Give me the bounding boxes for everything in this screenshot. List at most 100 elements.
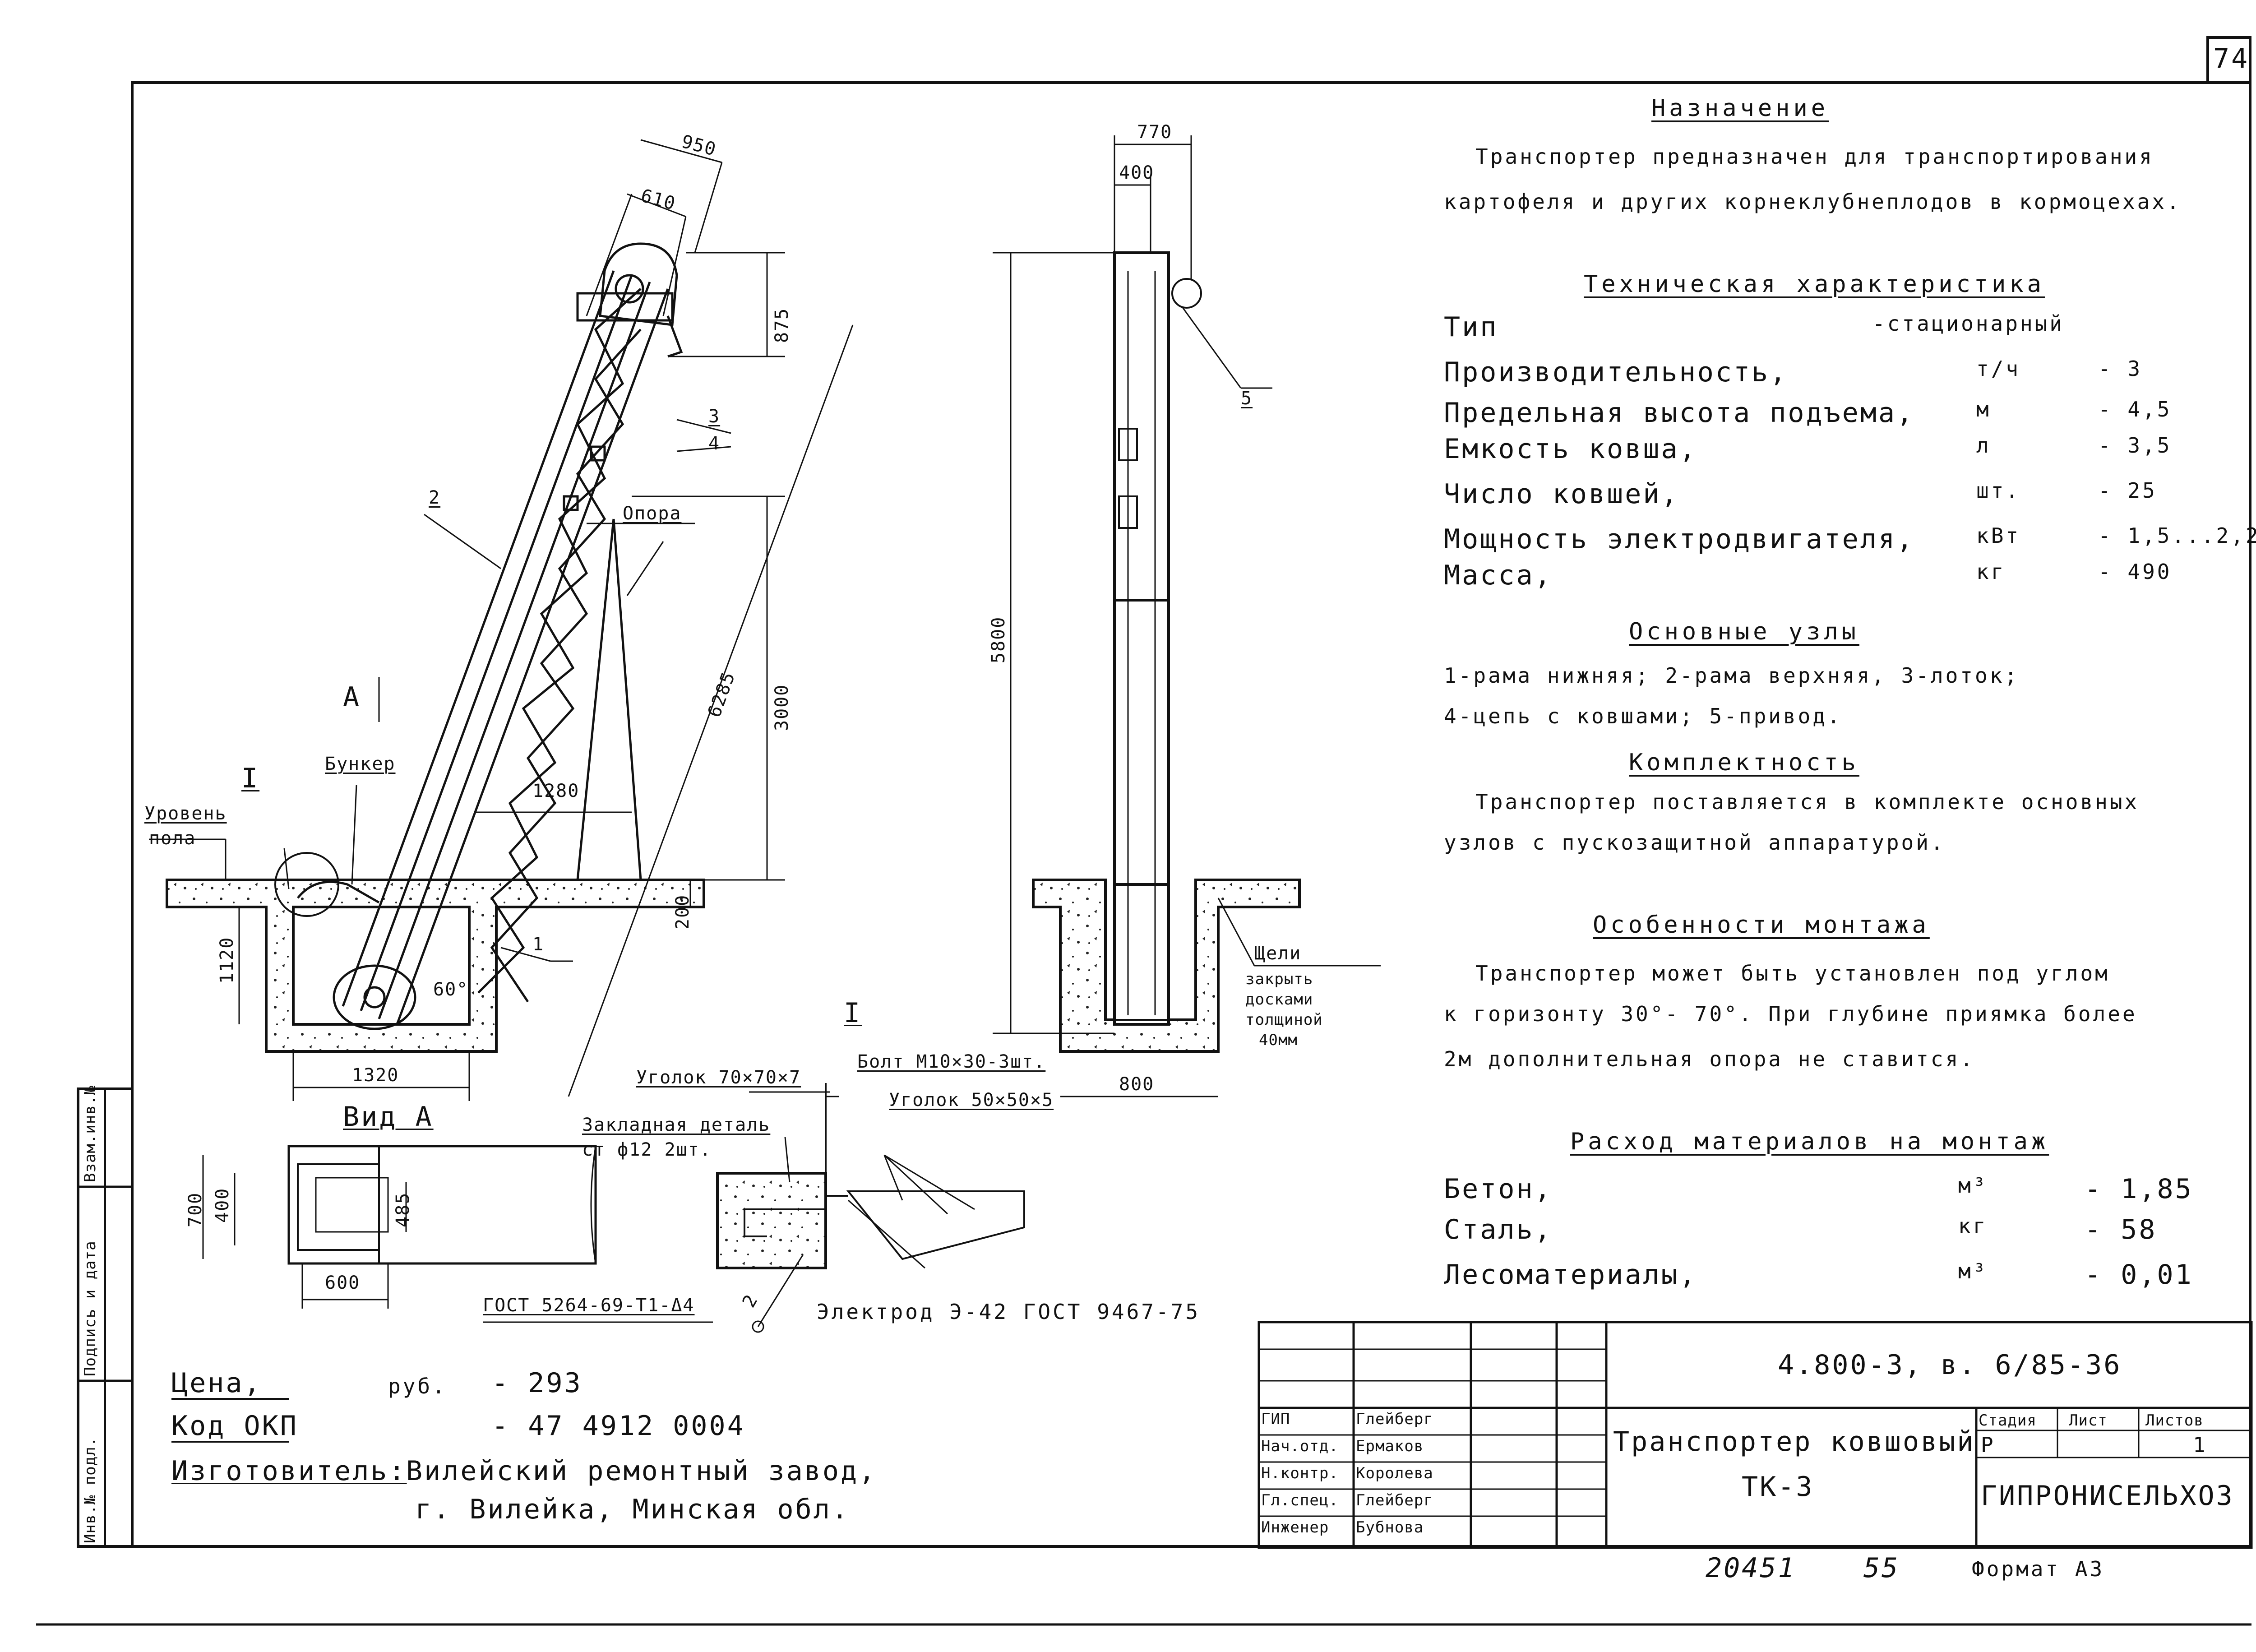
label-bunker: Бункер — [325, 754, 396, 774]
maker-line1: Вилейский ремонтный завод, — [406, 1455, 877, 1487]
dim-200: 200 — [672, 894, 693, 930]
spec-label: Емкость ковша, — [1444, 433, 1697, 465]
tb-stage-label: Стадия — [1979, 1411, 2037, 1430]
tb-code: 4.800-3, в. 6/85-36 — [1778, 1349, 2122, 1381]
label-5: 5 — [1241, 388, 1253, 409]
spec-unit: м — [1976, 397, 1991, 421]
tb-bottom-left: 20451 — [1706, 1552, 1796, 1584]
dim-va-485: 485 — [393, 1192, 413, 1227]
label-gost5264: ГОСТ 5264-69-Т1-Δ4 — [483, 1295, 695, 1316]
label-3: 3 — [708, 406, 721, 427]
tb-role: ГИП — [1261, 1410, 1290, 1428]
material-label: Сталь, — [1444, 1214, 1553, 1245]
dim-400-front: 400 — [1119, 162, 1155, 183]
spec-label: Тип — [1444, 311, 1498, 343]
spec-unit: л — [1976, 433, 1991, 458]
material-unit: м³ — [1958, 1173, 1988, 1198]
spec-value: - 490 — [2098, 560, 2172, 584]
tb-name: Бубнова — [1356, 1518, 1424, 1536]
side-stamp-zam: Взам.инв.№ — [81, 1085, 99, 1182]
price-currency: руб. — [388, 1374, 447, 1398]
label-opora: Опора — [623, 503, 682, 524]
dim-va-600: 600 — [325, 1273, 361, 1293]
tb-title1: Транспортер ковшовый — [1613, 1426, 1975, 1458]
materials-heading: Расход материалов на монтаж — [1570, 1128, 2049, 1155]
tb-sheets-label: Листов — [2145, 1411, 2204, 1430]
label-uroven: Уровень — [144, 803, 227, 824]
okp-value: - 47 4912 0004 — [492, 1410, 745, 1442]
label-detail-i: I — [844, 997, 862, 1029]
material-value: - 1,85 — [2085, 1173, 2193, 1205]
label-roman-i: I — [241, 763, 260, 794]
units-heading: Основные узлы — [1629, 618, 1859, 645]
side-stamp-sign: Подпись и дата — [81, 1240, 99, 1376]
kit-line1: Транспортер поставляется в комплекте осн… — [1475, 790, 2140, 814]
dim-60deg: 60° — [433, 979, 469, 1000]
dim-1120: 1120 — [217, 936, 237, 984]
tb-bottom-mid: 55 — [1863, 1552, 1900, 1584]
spec-unit: шт. — [1976, 478, 2021, 503]
label-shcheli4: толщиной — [1245, 1011, 1323, 1029]
purpose-line1: Транспортер предназначен для транспортир… — [1475, 144, 2154, 169]
tb-title2: ТК-3 — [1742, 1471, 1814, 1503]
tb-name: Ермаков — [1356, 1437, 1424, 1455]
tb-sheet-label: Лист — [2069, 1411, 2108, 1430]
label-shcheli1: Щели — [1254, 943, 1302, 964]
material-label: Лесоматериалы, — [1444, 1259, 1697, 1291]
units-line1: 1-рама нижняя; 2-рама верхняя, 3-лоток; — [1444, 663, 2020, 688]
spec-value: - 4,5 — [2098, 397, 2172, 421]
tb-org: ГИПРОНИСЕЛЬХОЗ — [1981, 1480, 2234, 1512]
tb-name: Глейберг — [1356, 1491, 1433, 1509]
maker-label: Изготовитель: — [171, 1455, 407, 1487]
dim-1320: 1320 — [352, 1065, 399, 1086]
spec-label: Масса, — [1444, 560, 1553, 591]
spec-unit: т/ч — [1976, 356, 2021, 381]
specs-heading: Техническая характеристика — [1584, 271, 2045, 298]
label-1: 1 — [532, 934, 545, 955]
dim-3000: 3000 — [772, 684, 792, 731]
tb-role: Инженер — [1261, 1518, 1329, 1536]
dim-5800: 5800 — [988, 616, 1009, 663]
purpose-heading: Назначение — [1651, 95, 1829, 122]
tb-sheets-value: 1 — [2193, 1433, 2208, 1457]
spec-label: Мощность электродвигателя, — [1444, 523, 1915, 555]
tb-role: Н.контр. — [1261, 1464, 1339, 1482]
label-bolt: Болт М10×30-3шт. — [857, 1051, 1046, 1072]
material-value: - 0,01 — [2085, 1259, 2193, 1291]
mounting-line1: Транспортер может быть установлен под уг… — [1475, 961, 2110, 986]
label-ugolok-70: Уголок 70×70×7 — [636, 1067, 801, 1088]
dim-770: 770 — [1137, 122, 1173, 143]
mounting-line2: к горизонту 30°- 70°. При глубине приямк… — [1444, 1002, 2137, 1026]
spec-label: Производительность, — [1444, 356, 1788, 388]
tb-format: Формат А3 — [1972, 1557, 2105, 1581]
spec-label: Число ковшей, — [1444, 478, 1679, 510]
kit-heading: Комплектность — [1629, 749, 1859, 776]
label-arrow-a: А — [343, 681, 361, 713]
spec-value: - 1,5...2,2 — [2098, 523, 2256, 548]
mounting-heading: Особенности монтажа — [1593, 912, 1930, 939]
label-shcheli5: 40мм — [1259, 1031, 1298, 1049]
dim-va-400: 400 — [212, 1187, 233, 1223]
spec-value: - 3 — [2098, 356, 2143, 381]
tb-name: Королева — [1356, 1464, 1433, 1482]
purpose-line2: картофеля и других корнеклубнеплодов в к… — [1444, 190, 2182, 214]
label-elektrod: Электрод Э-42 ГОСТ 9467-75 — [817, 1300, 1201, 1324]
label-pola: пола — [149, 828, 196, 849]
dim-va-700: 700 — [185, 1192, 206, 1227]
price-value: - 293 — [492, 1367, 582, 1399]
okp-label: Код ОКП — [171, 1410, 298, 1442]
mounting-line3: 2м дополнительная опора не ставится. — [1444, 1047, 1975, 1071]
side-stamp-inv: Инв.№ подл. — [81, 1436, 99, 1543]
spec-value: - 3,5 — [2098, 433, 2172, 458]
spec-value: - 25 — [2098, 478, 2157, 503]
label-ugolok-50: Уголок 50×50×5 — [889, 1090, 1054, 1111]
label-zakl: Закладная деталь — [582, 1115, 771, 1135]
units-line2: 4-цепь с ковшами; 5-привод. — [1444, 704, 1842, 728]
sheet-number: 74 — [2213, 43, 2250, 74]
label-2: 2 — [429, 487, 441, 508]
tb-name: Глейберг — [1356, 1410, 1433, 1428]
label-shcheli2: закрыть — [1245, 970, 1313, 988]
spec-value: -стационарный — [1872, 311, 2065, 336]
dim-1280: 1280 — [532, 781, 580, 801]
